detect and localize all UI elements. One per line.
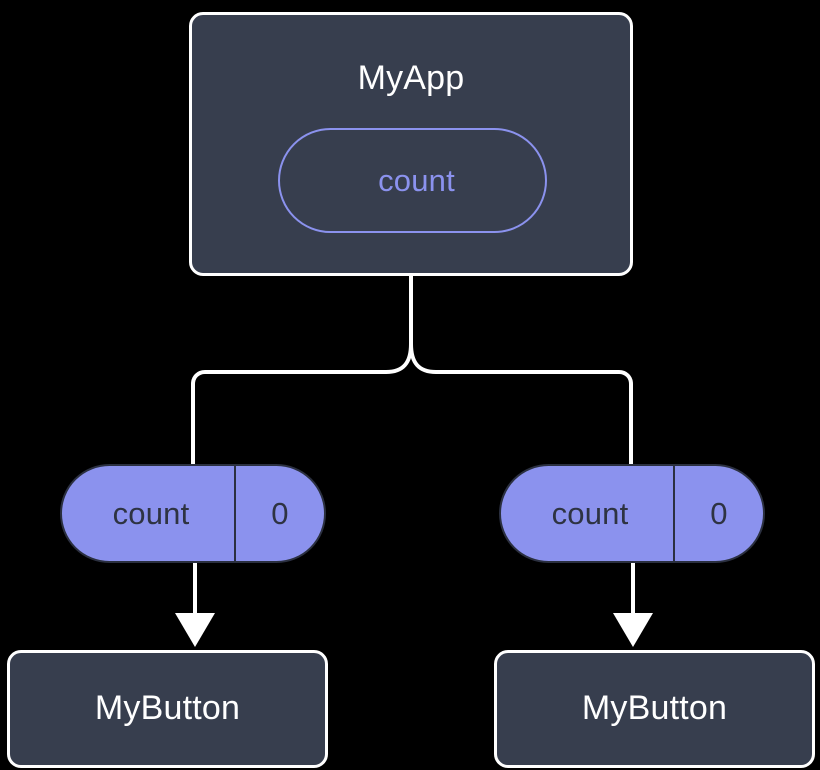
right-arrow-head [613,613,653,647]
trunk-connector [191,274,413,466]
node-mybutton-left[interactable]: MyButton [7,650,328,768]
state-pill-right-value: 0 [673,466,763,561]
state-pill-myapp-key: count [378,162,455,198]
state-pill-right[interactable]: count 0 [499,464,765,563]
state-pill-left-value: 0 [234,466,324,561]
state-pill-left[interactable]: count 0 [60,464,326,563]
state-pill-left-key: count [112,495,190,531]
state-pill-myapp[interactable]: count 0 [278,128,547,233]
node-mybutton-right-label: MyButton [581,689,728,727]
node-mybutton-left-label: MyButton [94,689,241,727]
trunk-connector-right-branch [409,342,633,466]
state-pill-right-key: count [551,495,629,531]
node-myapp-label: MyApp [357,59,465,97]
left-arrow-head [175,613,215,647]
node-mybutton-right[interactable]: MyButton [494,650,815,768]
